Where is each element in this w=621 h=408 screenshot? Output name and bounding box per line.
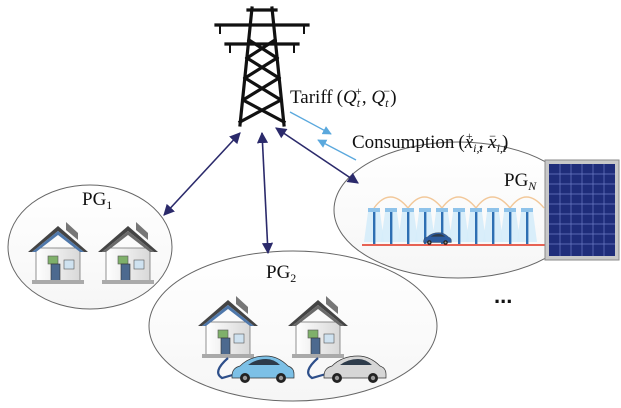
solar-panel-icon [544, 159, 620, 261]
pg2-label: PG2 [266, 262, 296, 285]
pgn-label: PGN [504, 170, 537, 193]
link-tower-pg1 [163, 132, 241, 216]
consumption-signal-arrow [317, 139, 357, 161]
streetlight-row [362, 196, 548, 246]
consumption-label: Consumption(xi,t+, xi,t−) [352, 129, 508, 155]
link-tower-pg2 [256, 131, 274, 255]
link-tower-pgn [275, 127, 359, 184]
transmission-tower-icon [214, 6, 310, 127]
charging-cable [307, 357, 327, 380]
tariff-label: Tariff(Qt+, Qt−) [290, 84, 397, 110]
more-groups-ellipsis: ... [494, 283, 512, 308]
pg1-label: PG1 [82, 189, 112, 212]
charging-cable [217, 357, 237, 380]
tariff-signal-arrow [289, 111, 332, 135]
